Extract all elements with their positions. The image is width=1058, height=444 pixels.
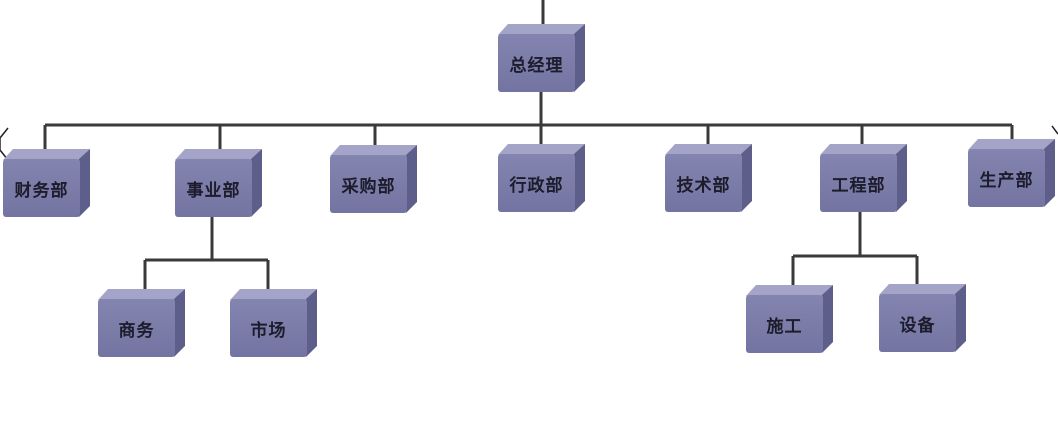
node-finance[interactable]: 财务部 xyxy=(3,149,90,217)
node-label: 技术部 xyxy=(676,175,731,196)
node-commerce[interactable]: 商务 xyxy=(98,289,185,357)
node-label: 工程部 xyxy=(831,175,886,196)
node-market[interactable]: 市场 xyxy=(230,289,317,357)
node-label: 总经理 xyxy=(509,55,564,76)
node-label: 商务 xyxy=(118,320,155,341)
node-technology[interactable]: 技术部 xyxy=(665,144,752,212)
node-label: 行政部 xyxy=(509,175,564,196)
node-production[interactable]: 生产部 xyxy=(968,139,1055,207)
node-business[interactable]: 事业部 xyxy=(175,149,262,217)
node-engineering[interactable]: 工程部 xyxy=(820,144,907,212)
node-label: 生产部 xyxy=(979,170,1034,191)
node-equipment[interactable]: 设备 xyxy=(879,284,966,352)
node-label: 施工 xyxy=(766,316,803,337)
node-construction[interactable]: 施工 xyxy=(746,285,833,353)
node-label: 设备 xyxy=(899,315,936,336)
node-label: 财务部 xyxy=(14,180,69,201)
node-administration[interactable]: 行政部 xyxy=(498,144,585,212)
node-procurement[interactable]: 采购部 xyxy=(330,145,417,213)
node-label: 市场 xyxy=(250,320,287,341)
node-label: 事业部 xyxy=(186,180,241,201)
node-label: 采购部 xyxy=(341,176,396,197)
node-general-manager[interactable]: 总经理 xyxy=(498,24,585,92)
